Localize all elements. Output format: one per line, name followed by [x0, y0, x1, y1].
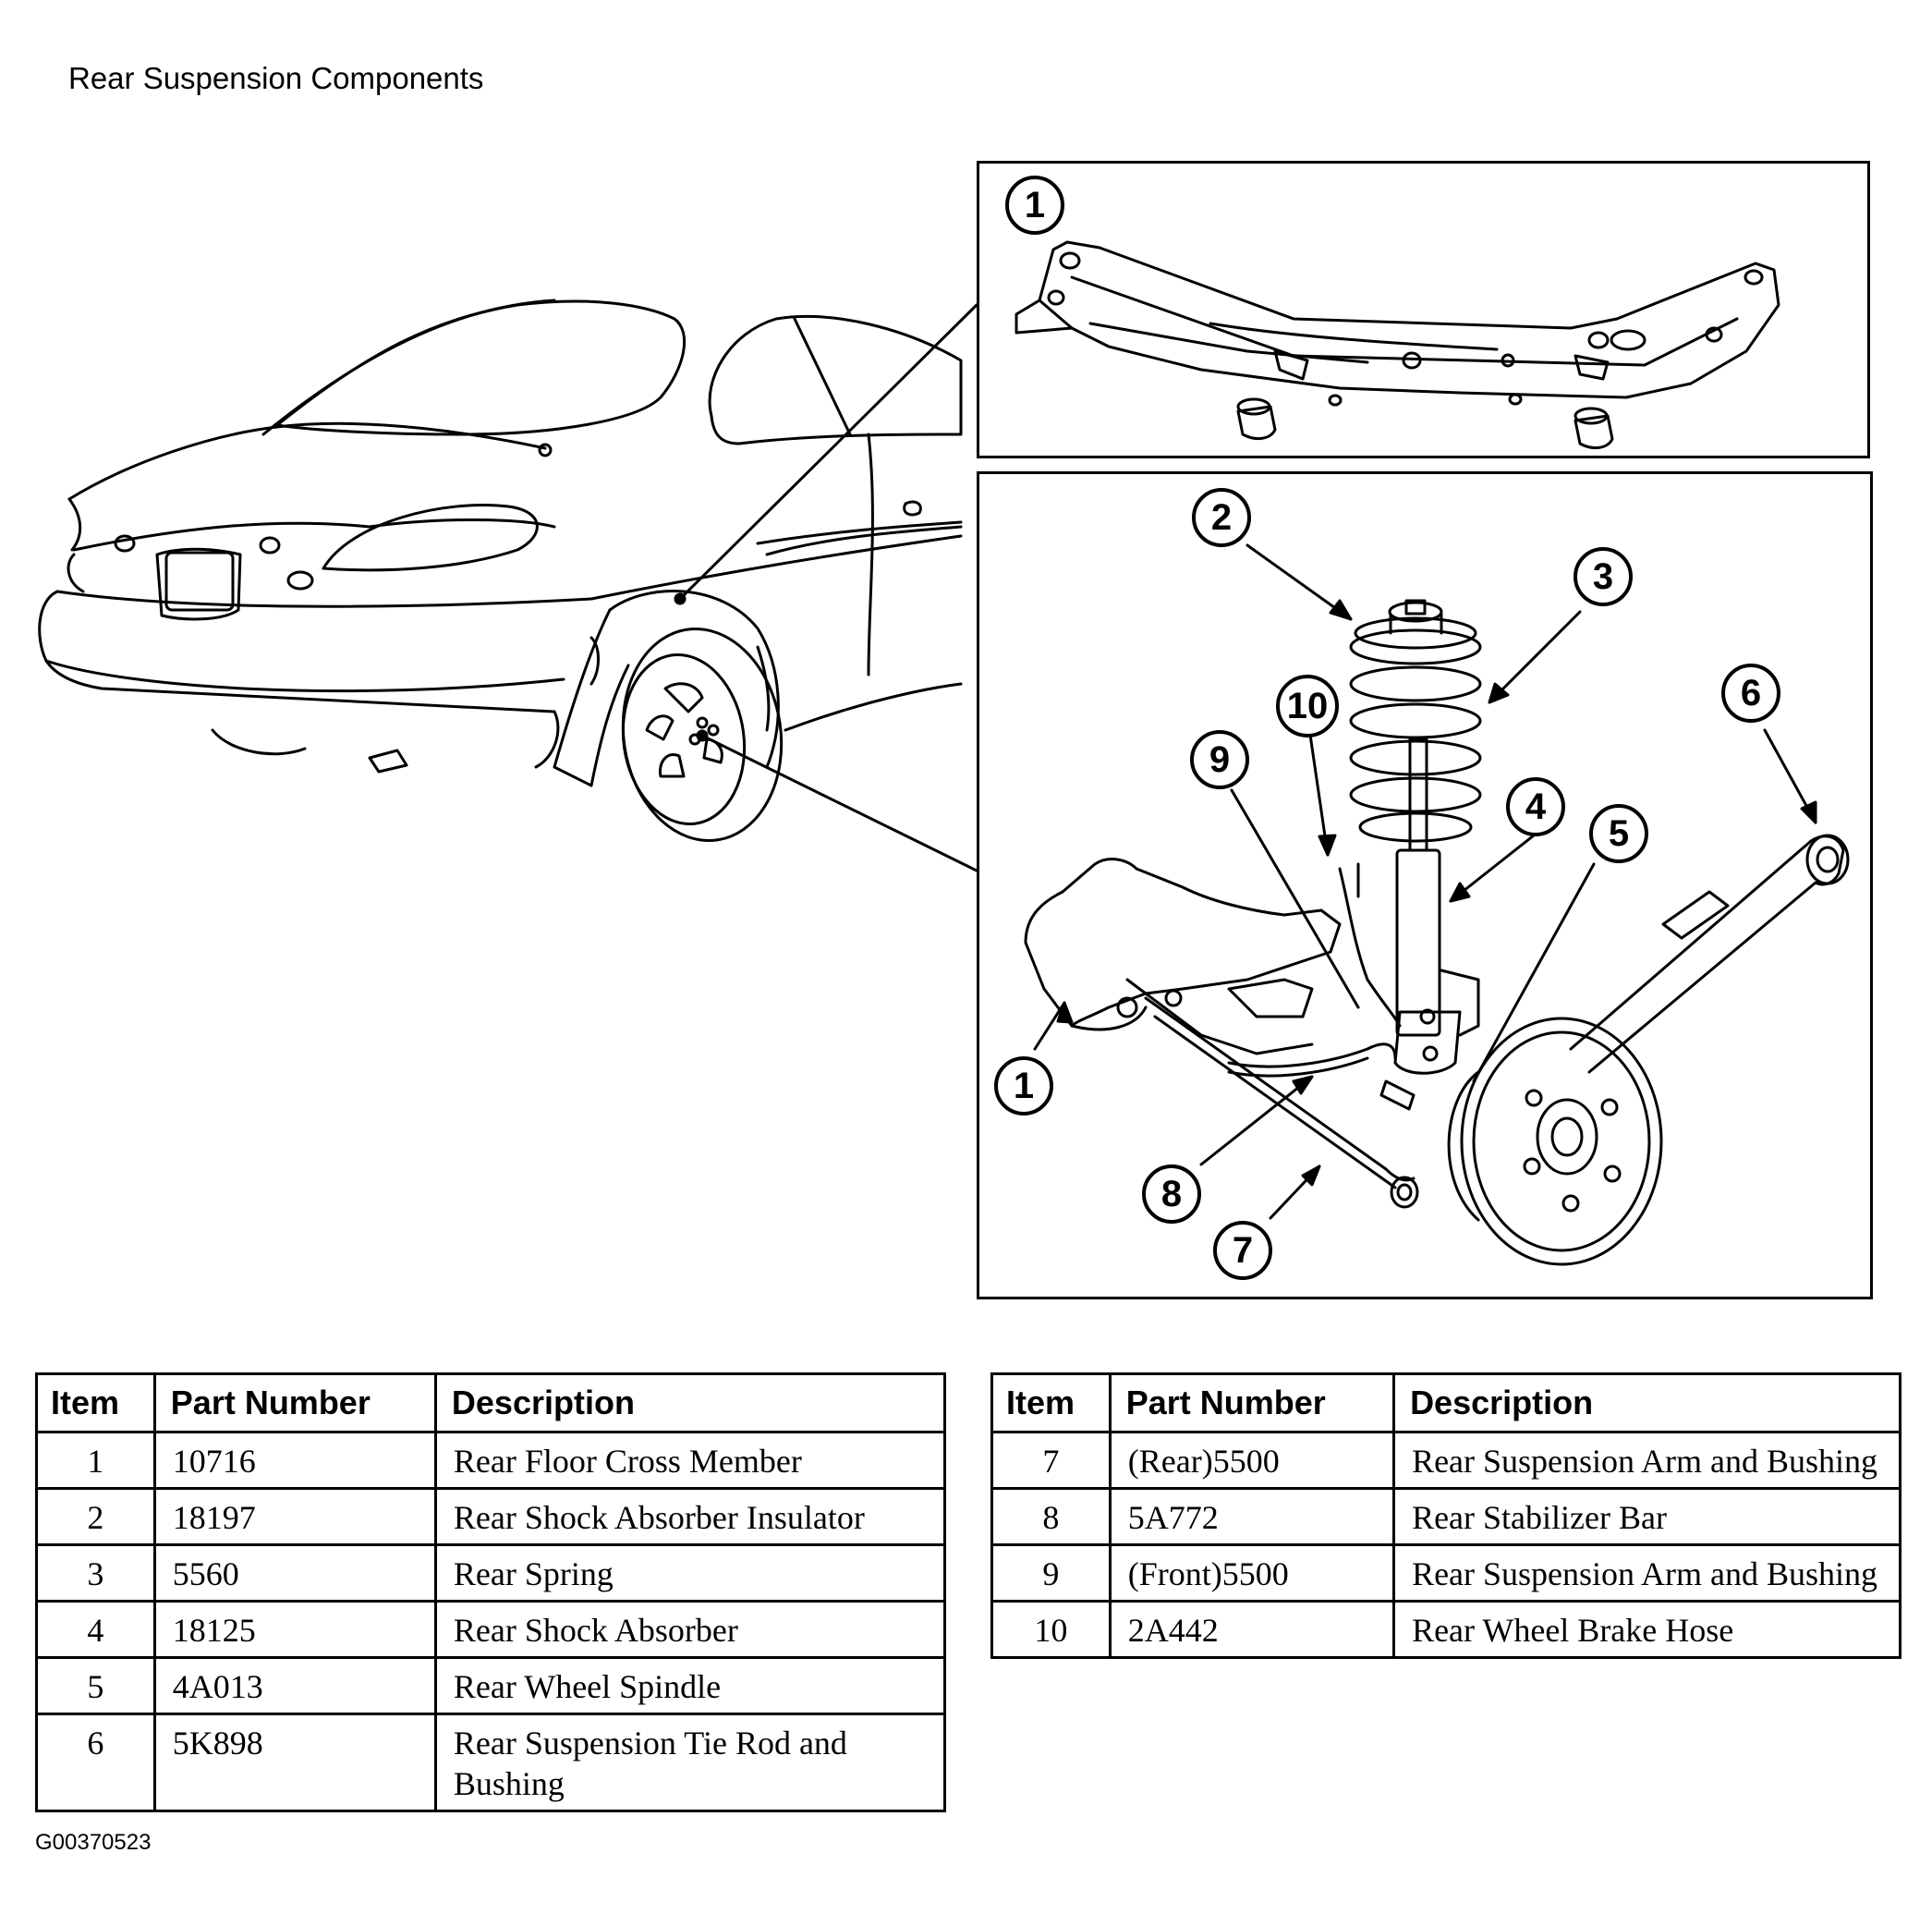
cell-part-number: 5560	[152, 1543, 437, 1603]
suspension-assembly-drawing	[1024, 599, 1850, 1266]
parts-table-right: Item Part Number Description 7 (Rear)550…	[990, 1372, 1902, 1659]
leader-line-crossmember	[678, 303, 978, 601]
cell-description: Rear Shock Absorber	[433, 1600, 947, 1659]
table-row: 4 18125 Rear Shock Absorber	[35, 1600, 947, 1659]
cell-item: 4	[35, 1600, 156, 1659]
table-header-row: Item Part Number Description	[990, 1372, 1902, 1433]
cell-description: Rear Suspension Arm and Bushing	[1392, 1431, 1902, 1490]
crossmember-drawing	[1015, 240, 1780, 450]
svg-text:10: 10	[1287, 686, 1329, 726]
callouts: 1 2 3 10 6 9 4 5	[994, 176, 1780, 1280]
svg-text:8: 8	[1161, 1174, 1182, 1214]
parts-table-left: Item Part Number Description 1 10716 Rea…	[35, 1372, 947, 1812]
table-row: 6 5K898 Rear Suspension Tie Rod and Bush…	[35, 1713, 947, 1812]
svg-text:9: 9	[1209, 739, 1230, 780]
cell-description: Rear Suspension Arm and Bushing	[1392, 1543, 1902, 1603]
cell-part-number: 18197	[152, 1487, 437, 1546]
cell-description: Rear Stabilizer Bar	[1392, 1487, 1902, 1546]
svg-text:2: 2	[1211, 497, 1232, 538]
figure-id: G00370523	[35, 1830, 152, 1855]
cell-item: 5	[35, 1656, 156, 1715]
cell-part-number: 18125	[152, 1600, 437, 1659]
header-item: Item	[990, 1372, 1112, 1433]
callout-2: 2	[1192, 488, 1251, 547]
car-body-drawing	[38, 299, 963, 842]
svg-text:1: 1	[1014, 1066, 1034, 1106]
header-part-number: Part Number	[152, 1372, 437, 1433]
table-row: 8 5A772 Rear Stabilizer Bar	[990, 1487, 1902, 1546]
cell-item: 6	[35, 1713, 156, 1812]
cell-part-number: 2A442	[1108, 1600, 1396, 1659]
cell-part-number: 4A013	[152, 1656, 437, 1715]
cell-item: 8	[990, 1487, 1112, 1546]
callout-10: 10	[1276, 675, 1339, 738]
callout-9: 9	[1190, 730, 1249, 789]
callout-5: 5	[1589, 804, 1648, 863]
svg-text:6: 6	[1741, 673, 1761, 713]
cell-part-number: 10716	[152, 1431, 437, 1490]
table-row: 7 (Rear)5500 Rear Suspension Arm and Bus…	[990, 1431, 1902, 1490]
svg-text:7: 7	[1233, 1230, 1253, 1271]
table-row: 5 4A013 Rear Wheel Spindle	[35, 1656, 947, 1715]
svg-text:4: 4	[1525, 786, 1547, 827]
cell-item: 7	[990, 1431, 1112, 1490]
callout-7: 7	[1213, 1221, 1272, 1280]
cell-part-number: (Front)5500	[1108, 1543, 1396, 1603]
cell-item: 10	[990, 1600, 1112, 1659]
svg-text:5: 5	[1609, 813, 1629, 854]
header-part-number: Part Number	[1108, 1372, 1396, 1433]
header-item: Item	[35, 1372, 156, 1433]
cell-description: Rear Suspension Tie Rod and Bushing	[433, 1713, 947, 1812]
cell-item: 1	[35, 1431, 156, 1490]
table-row: 2 18197 Rear Shock Absorber Insulator	[35, 1487, 947, 1546]
header-description: Description	[1392, 1372, 1902, 1433]
cell-item: 2	[35, 1487, 156, 1546]
table-header-row: Item Part Number Description	[35, 1372, 947, 1433]
cell-part-number: 5K898	[152, 1713, 437, 1812]
svg-text:1: 1	[1025, 185, 1045, 226]
table-row: 3 5560 Rear Spring	[35, 1543, 947, 1603]
header-description: Description	[433, 1372, 947, 1433]
callout-1-assembly: 1	[994, 1056, 1053, 1115]
callout-6: 6	[1721, 664, 1780, 723]
callout-8: 8	[1142, 1164, 1201, 1224]
page-title: Rear Suspension Components	[68, 61, 484, 95]
table-row: 10 2A442 Rear Wheel Brake Hose	[990, 1600, 1902, 1659]
callout-3: 3	[1574, 547, 1633, 606]
callout-4: 4	[1506, 777, 1565, 836]
cell-part-number: (Rear)5500	[1108, 1431, 1396, 1490]
cell-description: Rear Wheel Brake Hose	[1392, 1600, 1902, 1659]
cell-description: Rear Shock Absorber Insulator	[433, 1487, 947, 1546]
cell-description: Rear Spring	[433, 1543, 947, 1603]
leader-line-assembly	[700, 734, 978, 872]
cell-description: Rear Wheel Spindle	[433, 1656, 947, 1715]
cell-item: 9	[990, 1543, 1112, 1603]
suspension-illustration: 1 2 3 10 6 9 4 5	[38, 176, 1850, 1280]
table-row: 1 10716 Rear Floor Cross Member	[35, 1431, 947, 1490]
crossmember-detail-frame	[977, 161, 1870, 458]
cell-part-number: 5A772	[1108, 1487, 1396, 1546]
cell-description: Rear Floor Cross Member	[433, 1431, 947, 1490]
cell-item: 3	[35, 1543, 156, 1603]
table-row: 9 (Front)5500 Rear Suspension Arm and Bu…	[990, 1543, 1902, 1603]
callout-1-crossmember: 1	[1005, 176, 1064, 235]
svg-text:3: 3	[1593, 556, 1613, 597]
